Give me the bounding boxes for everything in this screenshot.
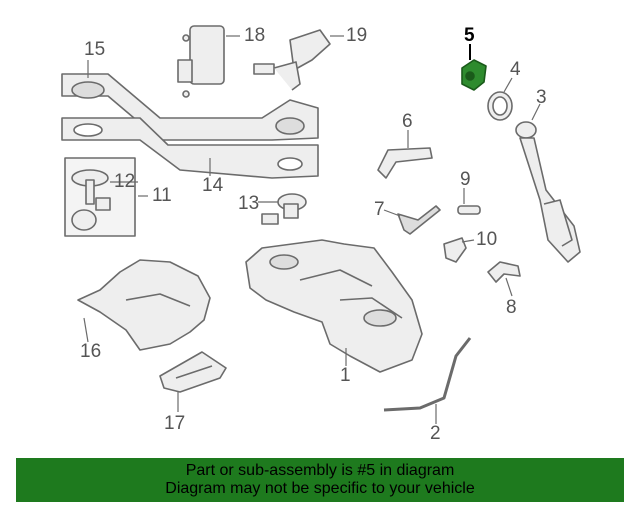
part-13-sender-unit: [261, 193, 307, 225]
callout-14: 14: [202, 175, 224, 196]
callout-8: 8: [506, 297, 517, 318]
leader-lines: [83, 35, 541, 424]
callout-19: 19: [346, 25, 368, 46]
callout-1: 1: [340, 365, 351, 386]
callout-11: 11: [152, 185, 172, 206]
part-3-filler-neck: [515, 121, 581, 263]
part-2-tank-strap: [383, 337, 472, 412]
part-10-hose: [443, 237, 467, 263]
callout-12: 12: [114, 171, 136, 192]
part-18-module: [177, 25, 225, 98]
callout-5: 5: [464, 25, 475, 46]
callout-13: 13: [238, 193, 260, 214]
info-banner: Part or sub-assembly is #5 in diagram Di…: [16, 458, 624, 502]
part-1-fuel-tank: [245, 239, 423, 373]
part-4-seal-ring: [487, 91, 513, 121]
callout-6: 6: [402, 111, 413, 132]
callout-18: 18: [244, 25, 266, 46]
callout-15: 15: [84, 39, 106, 60]
callout-17: 17: [164, 413, 186, 434]
part-19-bracket: [253, 29, 331, 91]
callout-9: 9: [460, 169, 471, 190]
callout-2: 2: [430, 423, 441, 444]
part-9-clip: [457, 205, 481, 215]
part-8-hose: [487, 261, 521, 283]
callout-7: 7: [374, 199, 385, 220]
callout-10: 10: [476, 229, 498, 250]
part-17-protector-plate: [159, 351, 227, 393]
part-6-hose: [377, 147, 433, 179]
callout-4: 4: [510, 59, 521, 80]
part-7-bracket: [397, 205, 441, 235]
part-11-fuel-pump-assembly: [64, 157, 136, 237]
part-14-15-tank-straps: [61, 73, 319, 179]
banner-line-2: Diagram may not be specific to your vehi…: [165, 480, 475, 497]
banner-line-1: Part or sub-assembly is #5 in diagram: [185, 462, 455, 479]
callout-3: 3: [536, 87, 547, 108]
callout-16: 16: [80, 341, 102, 362]
parts-diagram: [61, 25, 581, 424]
part-16-heat-shield: [77, 259, 211, 351]
part-5-highlighted: [461, 59, 487, 91]
